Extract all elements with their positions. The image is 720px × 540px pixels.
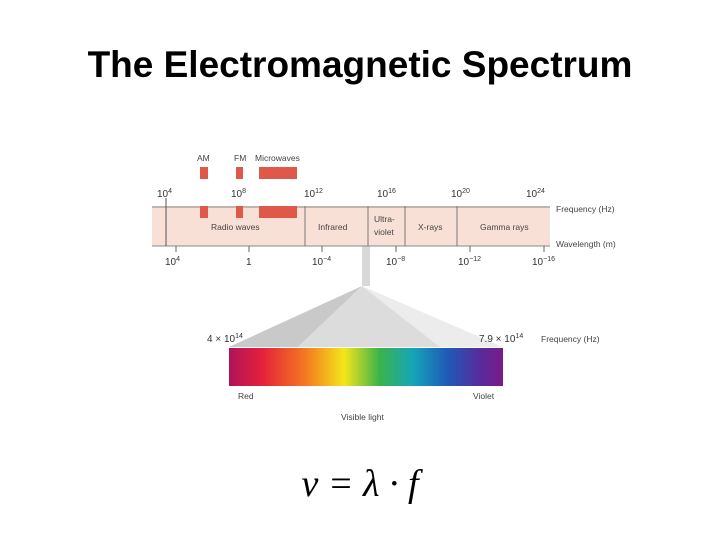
wl-tick-1: 104: [165, 256, 180, 268]
ultraviolet-label-2: violet: [374, 227, 394, 237]
freq-tick-5: 1020: [451, 188, 470, 200]
wl-tick-4: 10−8: [386, 256, 405, 268]
fm-mark: [236, 167, 243, 179]
xrays-label: X-rays: [418, 222, 443, 232]
am-band-mark: [200, 206, 208, 218]
spectrum-band: [152, 206, 550, 246]
gamma-rays-label: Gamma rays: [480, 222, 529, 232]
ultraviolet-label-1: Ultra-: [374, 214, 395, 224]
infrared-label: Infrared: [318, 222, 348, 232]
freq-tick-1: 104: [157, 188, 172, 200]
radio-waves-label: Radio waves: [211, 222, 260, 232]
freq-tick-6: 1024: [526, 188, 545, 200]
wl-tick-5: 10−12: [458, 256, 481, 268]
wl-tick-2: 1: [246, 257, 252, 268]
visible-high-frequency: 7.9 × 1014: [479, 333, 523, 345]
fm-band-mark: [236, 206, 243, 218]
funnel-left: [229, 286, 362, 347]
wl-tick-6: 10−16: [532, 256, 555, 268]
freq-tick-4: 1016: [377, 188, 396, 200]
microwaves-mark: [259, 167, 297, 179]
fm-label: FM: [234, 153, 246, 163]
violet-label: Violet: [473, 391, 495, 401]
wavelength-axis-label: Wavelength (m): [556, 239, 616, 249]
visible-light-caption: Visible light: [341, 412, 384, 422]
wave-equation: v = λ · f: [301, 463, 419, 505]
funnel-right: [362, 286, 503, 347]
freq-tick-3: 1012: [304, 188, 323, 200]
am-mark: [200, 167, 208, 179]
freq-tick-2: 108: [231, 188, 246, 200]
visible-spectrum-bar: [229, 348, 503, 386]
wl-tick-3: 10−4: [312, 256, 331, 268]
funnel-center: [298, 286, 440, 347]
funnel-neck: [362, 246, 370, 286]
visible-frequency-label: Frequency (Hz): [541, 334, 600, 344]
visible-low-frequency: 4 × 1014: [207, 333, 243, 345]
am-label: AM: [197, 153, 210, 163]
page-title: The Electromagnetic Spectrum: [87, 44, 633, 85]
red-label: Red: [238, 391, 254, 401]
frequency-axis-label: Frequency (Hz): [556, 204, 615, 214]
microwaves-label: Microwaves: [255, 153, 300, 163]
microwaves-band-mark: [259, 206, 297, 218]
